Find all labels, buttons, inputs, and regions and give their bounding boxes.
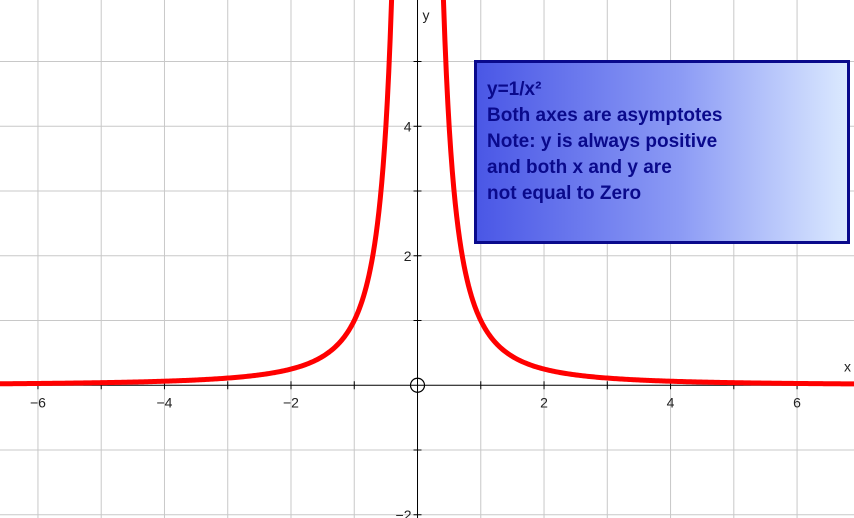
annotation-line-positive: Note: y is always positive [487,131,718,152]
x-tick-label: −4 [156,394,172,410]
x-tick-label: 4 [667,394,675,410]
origin-marker [409,377,426,393]
x-axis-label: x [844,358,851,374]
x-tick-label: −2 [283,394,299,410]
y-tick-label: 2 [404,248,412,264]
annotation-box: y=1/x² Both axes are asymptotes Note: y … [474,60,850,244]
annotation-line-zero: not equal to Zero [487,183,642,204]
annotation-line-asymptotes: Both axes are asymptotes [487,105,723,126]
x-tick-label: −6 [30,394,46,410]
y-tick-label: −2 [396,507,412,518]
x-tick-label: 2 [540,394,548,410]
curves [0,0,854,393]
x-tick-label: 6 [793,394,801,410]
y-axis-label: y [423,7,430,23]
annotation-equation: y=1/x² [487,79,542,100]
annotation-line-nonzero: and both x and y are [487,157,672,178]
curve-left-branch [0,0,395,387]
curve-right-branch [440,0,854,387]
y-tick-label: 4 [404,118,412,134]
axis-labels: −6 −4 −2 2 4 6 −2 2 4 x y [30,7,851,518]
